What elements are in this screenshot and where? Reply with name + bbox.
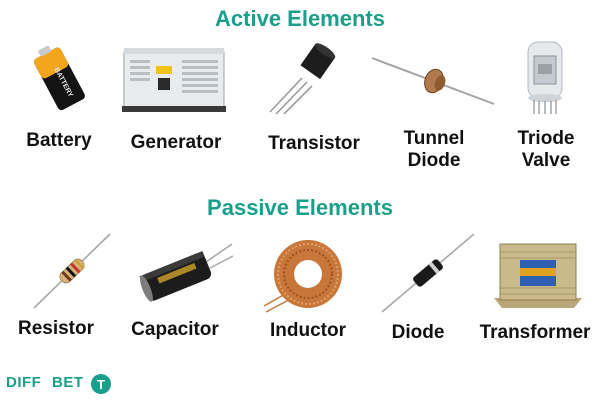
battery-image: BATTERY [34,45,85,111]
resistor-image [33,233,111,309]
logo-text-bet: BET [52,374,84,391]
resistor-label: Resistor [17,318,95,339]
passive-elements-heading: Passive Elements [207,195,393,220]
active-elements-heading: Active Elements [215,6,385,31]
capacitor-image [139,243,234,302]
logo-circle-icon: T [91,374,111,394]
inductor-image [263,240,342,313]
capacitor-label: Capacitor [131,319,219,340]
generator-label: Generator [130,132,222,153]
transistor-label: Transistor [268,133,360,154]
diode-image [381,233,475,313]
tunnel-diode-image [371,57,495,105]
transformer-label: Transformer [479,322,591,343]
logo-text-t: T [97,377,105,392]
inductor-label: Inductor [270,320,346,341]
transistor-image [269,43,336,114]
battery-label: Battery [26,130,92,151]
diode-label: Diode [391,322,445,343]
triode-valve-image [527,41,563,114]
transformer-image [494,243,582,308]
tunnel-diode-label: Tunnel Diode [403,128,465,171]
logo-text-diff: DIFF [6,374,42,391]
generator-image [122,48,226,112]
triode-valve-label: Triode Valve [517,128,575,171]
